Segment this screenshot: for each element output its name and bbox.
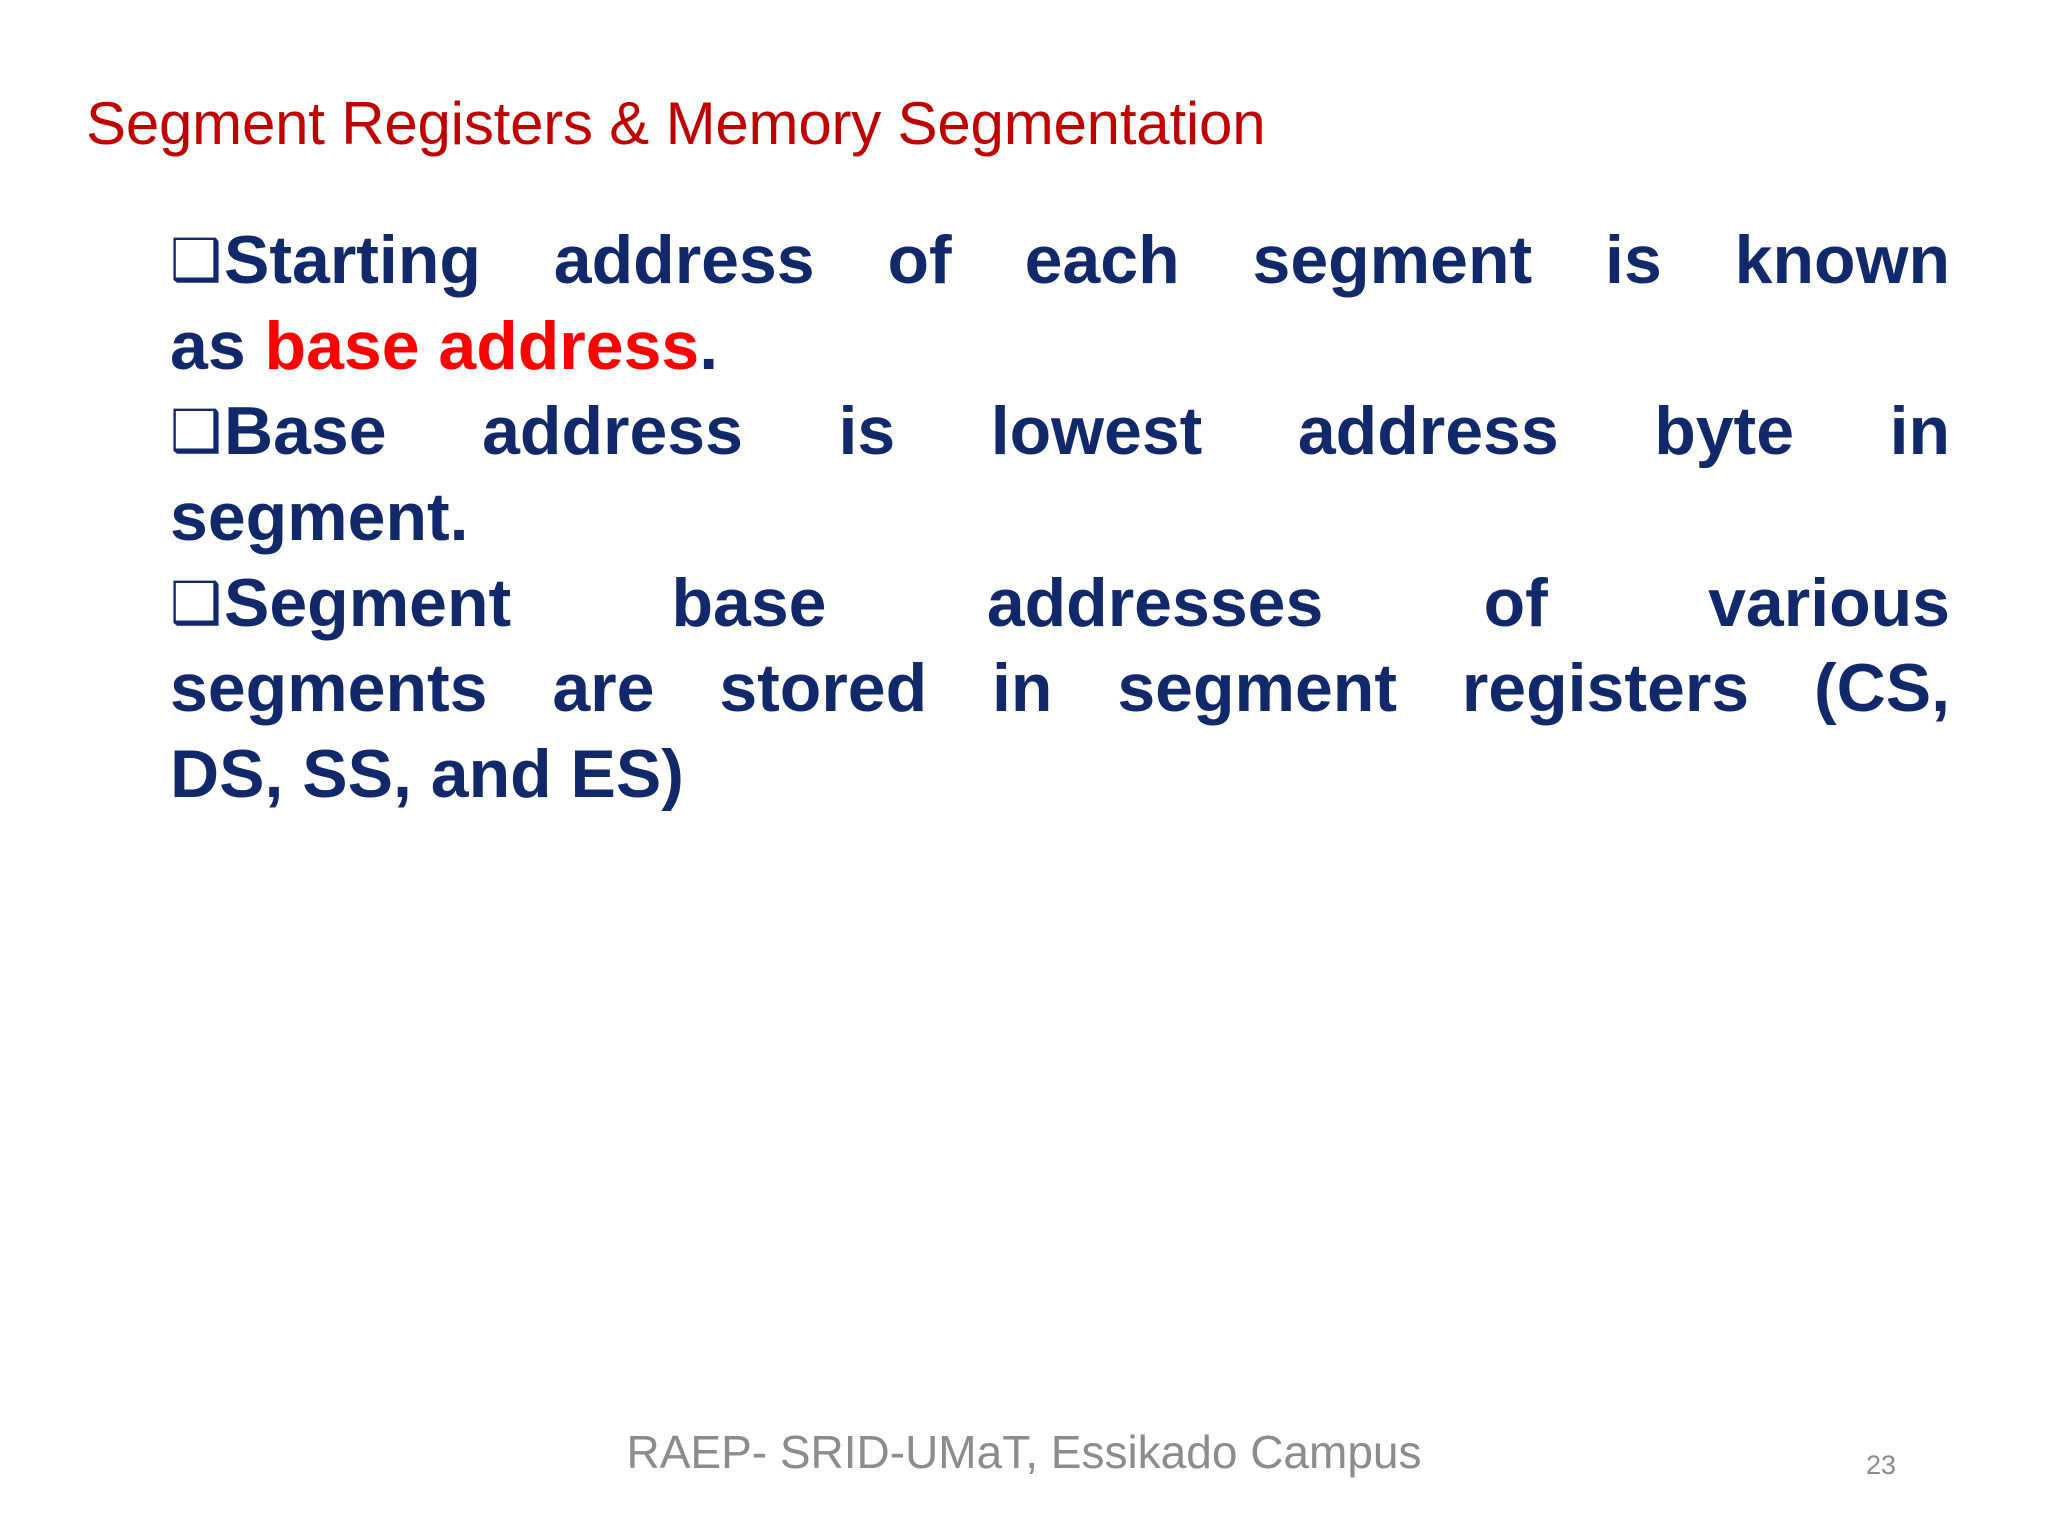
list-item: ❑Segment base addresses of various segme… <box>170 561 1950 818</box>
bullet-3-line-1: ❑Segment base addresses of various <box>170 561 1950 647</box>
bullet-2-line-1-text: Base address is lowest address byte in <box>224 393 1950 470</box>
bullet-2-line-2: segment. <box>170 479 469 556</box>
bullet-1-line-2: as base address. <box>170 304 1950 390</box>
page-title: Segment Registers & Memory Segmentation <box>86 90 1266 157</box>
bullet-3-line-1-text: Segment base addresses of various <box>224 564 1950 641</box>
bullet-1-line-1-text: Starting address of each segment is know… <box>224 222 1950 298</box>
footer-label: RAEP- SRID-UMaT, Essikado Campus <box>626 1426 1422 1478</box>
bullet-1-line-1: ❑Starting address of each segment is kno… <box>170 218 1950 304</box>
bullet-2-line-1: ❑Base address is lowest address byte in <box>170 389 1950 475</box>
list-item: ❑Starting address of each segment is kno… <box>170 218 1950 389</box>
square-bullet-icon: ❑ <box>170 568 222 637</box>
bullet-3-line-2: segments are stored in segment registers… <box>170 650 1950 727</box>
list-item: ❑Base address is lowest address byte in … <box>170 389 1950 560</box>
bullet-1-line-2-prefix: as <box>170 307 265 384</box>
bullet-1-line-2-suffix: . <box>699 307 719 384</box>
square-bullet-icon: ❑ <box>170 226 222 294</box>
bullet-3-line-3: DS, SS, and ES) <box>170 736 684 813</box>
bullet-list: ❑Starting address of each segment is kno… <box>170 218 1950 818</box>
bullet-1-emphasis-base-address: base address <box>264 307 700 384</box>
page-number: 23 <box>1866 1450 1897 1480</box>
square-bullet-icon: ❑ <box>170 397 222 466</box>
